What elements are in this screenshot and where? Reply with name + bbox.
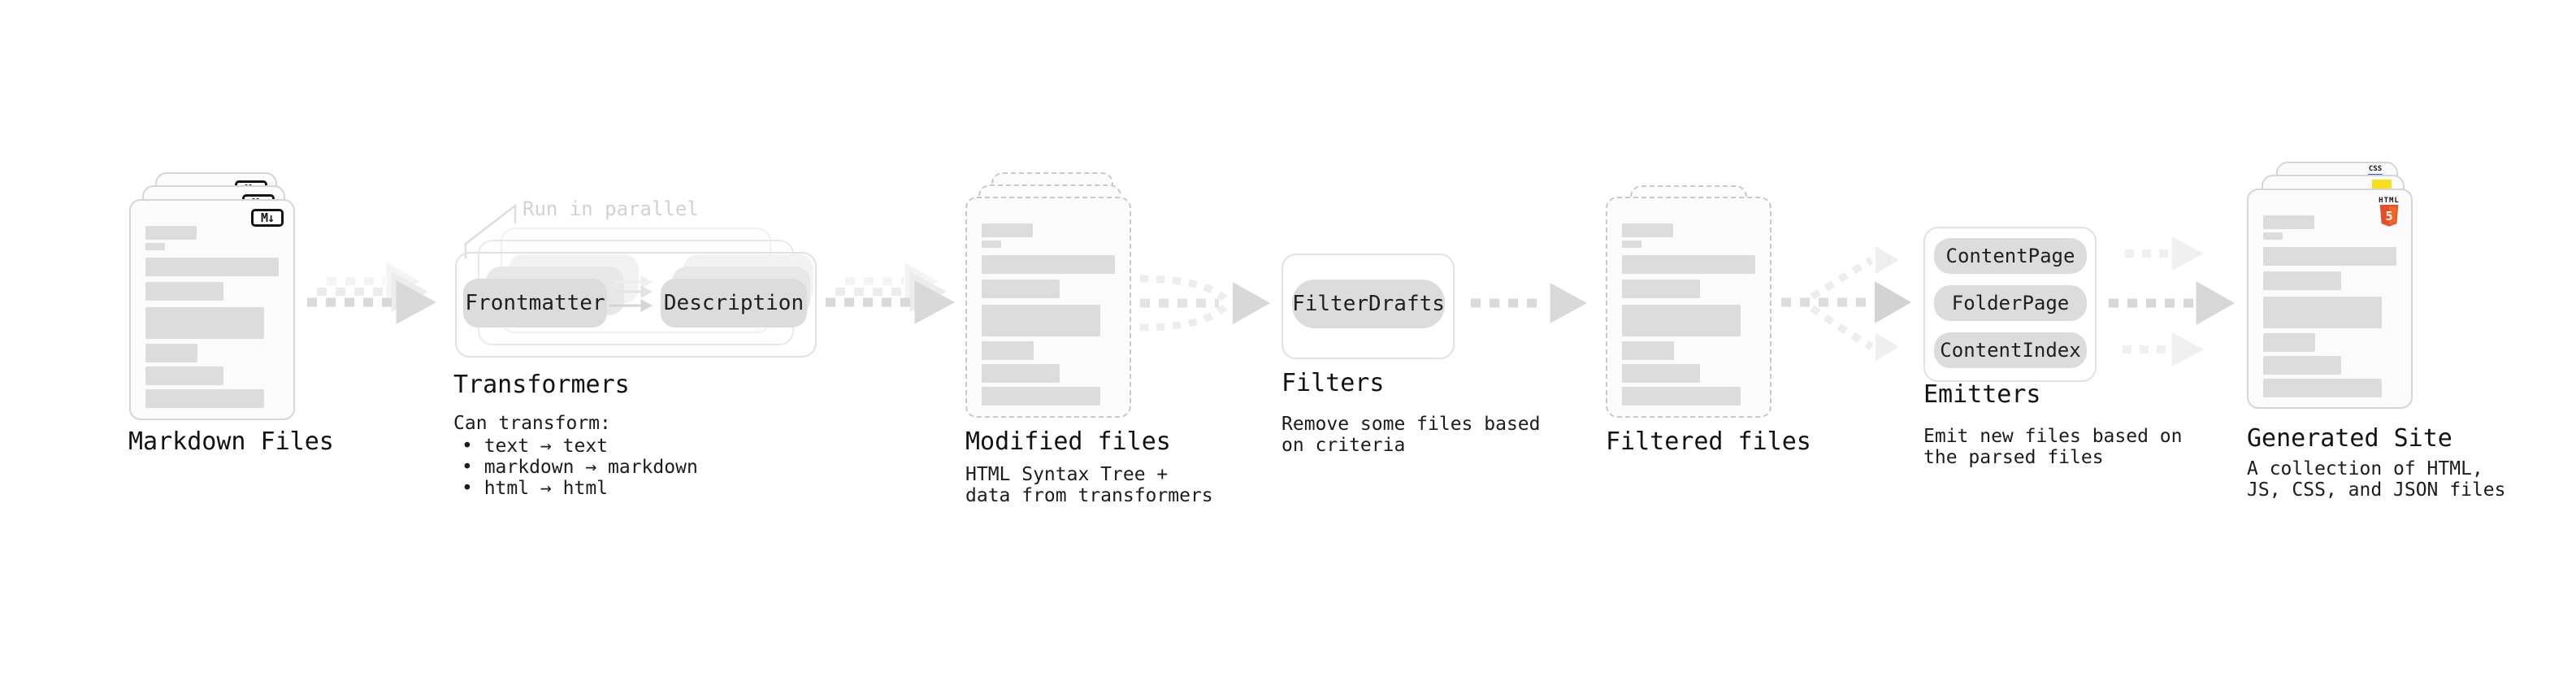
text-placeholder-bar	[982, 341, 1034, 360]
emitters-desc: Emit new files based on	[1923, 426, 2183, 447]
transformers-bullet: • markdown → markdown	[462, 457, 698, 478]
text-placeholder-bar	[2263, 271, 2341, 290]
text-placeholder-bar	[2263, 215, 2314, 229]
run-in-parallel-annotation: Run in parallel	[523, 197, 699, 220]
contentindex-chip: ContentIndex	[1934, 332, 2087, 368]
stage-title-transformers: Transformers	[453, 371, 630, 399]
text-placeholder-bar	[145, 282, 223, 301]
text-placeholder-bar	[982, 305, 1100, 336]
transformer-card-front	[455, 252, 817, 358]
run-in-parallel-leader-line	[464, 203, 517, 258]
generated-site-desc: JS, CSS, and JSON files	[2247, 479, 2506, 501]
arrow-filters-to-filtered	[1471, 283, 1588, 323]
text-placeholder-bar	[2263, 356, 2341, 375]
text-placeholder-bar	[145, 367, 223, 385]
transformers-desc-heading: Can transform:	[453, 413, 611, 434]
svg-text:5: 5	[2385, 209, 2392, 223]
text-placeholder-bar	[145, 226, 197, 240]
filters-desc: Remove some files based	[1281, 414, 1541, 435]
filters-card	[1281, 254, 1455, 359]
emitters-desc: the parsed files	[1923, 447, 2104, 468]
text-placeholder-bar	[1622, 305, 1741, 336]
text-placeholder-bar	[145, 243, 165, 250]
arrow-emitters-to-generated	[2109, 236, 2236, 367]
emitters-card	[1923, 227, 2097, 382]
text-placeholder-bar	[2263, 232, 2283, 240]
filterdrafts-chip: FilterDrafts	[1292, 280, 1445, 328]
text-placeholder-bar	[2263, 297, 2382, 328]
filtered-file-page-front	[1606, 197, 1772, 418]
generated-site-desc: A collection of HTML,	[2247, 458, 2483, 479]
transformers-bullet: • html → html	[462, 478, 609, 499]
filters-desc: on criteria	[1281, 435, 1406, 456]
text-placeholder-bar	[982, 364, 1060, 383]
stage-title-filtered-files: Filtered files	[1606, 427, 1811, 456]
modified-file-page-front	[965, 197, 1131, 418]
text-placeholder-bar	[145, 389, 264, 408]
generated-html-page: HTML 5	[2247, 189, 2413, 409]
stage-title-markdown-files: Markdown Files	[128, 427, 334, 456]
text-placeholder-bar	[1622, 223, 1673, 237]
text-placeholder-bar	[982, 280, 1060, 298]
html5-icon: HTML 5	[2379, 197, 2400, 231]
stage-title-emitters: Emitters	[1923, 380, 2041, 409]
markdown-file-page-front: M↓	[129, 199, 295, 420]
text-placeholder-bar	[1622, 387, 1741, 406]
text-placeholder-bar	[1622, 364, 1700, 383]
frontmatter-to-description-arrows	[609, 275, 653, 312]
arrow-markdown-to-transformers	[307, 262, 437, 324]
text-placeholder-bar	[145, 307, 264, 339]
arrow-transformers-to-modified	[826, 262, 956, 324]
contentpage-chip: ContentPage	[1934, 238, 2087, 274]
text-placeholder-bar	[1622, 280, 1700, 298]
folderpage-chip: FolderPage	[1934, 285, 2087, 321]
text-placeholder-bar	[145, 344, 197, 362]
arrow-modified-to-filters-converge	[1139, 275, 1270, 332]
description-chip: Description	[661, 279, 807, 327]
text-placeholder-bar	[1622, 255, 1755, 274]
text-placeholder-bar	[1622, 341, 1674, 360]
text-placeholder-bar	[2263, 247, 2396, 266]
stage-title-generated-site: Generated Site	[2247, 424, 2452, 453]
js-icon	[2372, 180, 2392, 189]
text-placeholder-bar	[982, 223, 1033, 237]
markdown-icon: M↓	[251, 209, 284, 227]
stage-title-modified-files: Modified files	[965, 427, 1171, 456]
text-placeholder-bar	[1622, 241, 1641, 248]
text-placeholder-bar	[145, 258, 279, 276]
frontmatter-chip: Frontmatter	[463, 279, 607, 327]
text-placeholder-bar	[2263, 333, 2315, 352]
text-placeholder-bar	[982, 255, 1115, 274]
text-placeholder-bar	[982, 387, 1100, 406]
transformers-bullet: • text → text	[462, 436, 609, 457]
modified-files-desc: data from transformers	[965, 485, 1213, 506]
stage-title-filters: Filters	[1281, 369, 1385, 397]
arrow-filtered-to-emitters-diverge	[1781, 246, 1911, 361]
text-placeholder-bar	[2263, 379, 2382, 397]
modified-files-desc: HTML Syntax Tree +	[965, 464, 1169, 485]
text-placeholder-bar	[982, 241, 1001, 248]
